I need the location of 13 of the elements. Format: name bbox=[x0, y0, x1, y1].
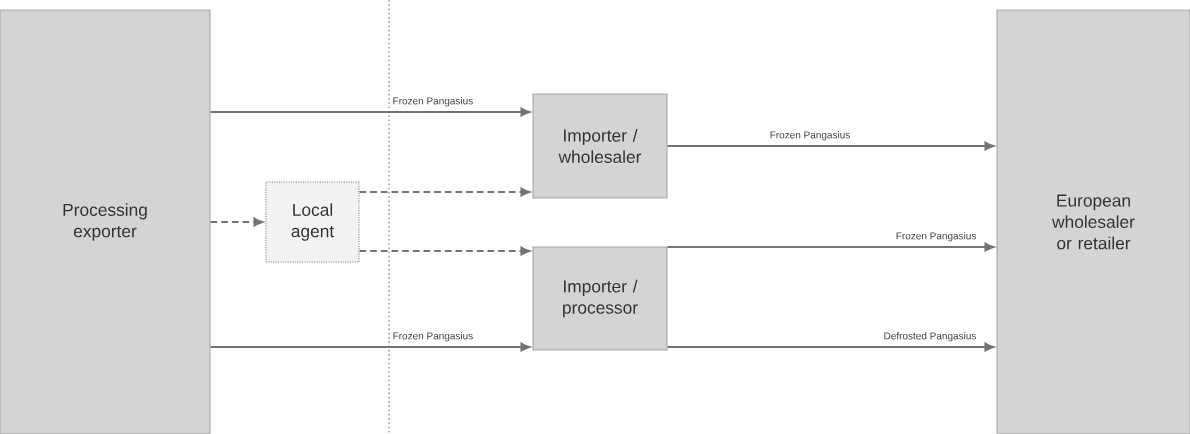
arrow bbox=[209, 107, 531, 117]
arrow bbox=[666, 342, 995, 352]
actor-box: European wholesaler or retailer bbox=[996, 9, 1190, 434]
arrow bbox=[666, 242, 995, 252]
arrow bbox=[666, 141, 995, 151]
arrow bbox=[209, 342, 531, 352]
arrow bbox=[209, 217, 264, 227]
actor-box: Importer / wholesaler bbox=[532, 93, 668, 199]
actor-box: Processing exporter bbox=[0, 9, 211, 434]
actor-box: Importer / processor bbox=[532, 246, 668, 351]
arrow bbox=[358, 246, 531, 256]
actor-box: Local agent bbox=[265, 181, 360, 263]
arrow bbox=[358, 187, 531, 197]
